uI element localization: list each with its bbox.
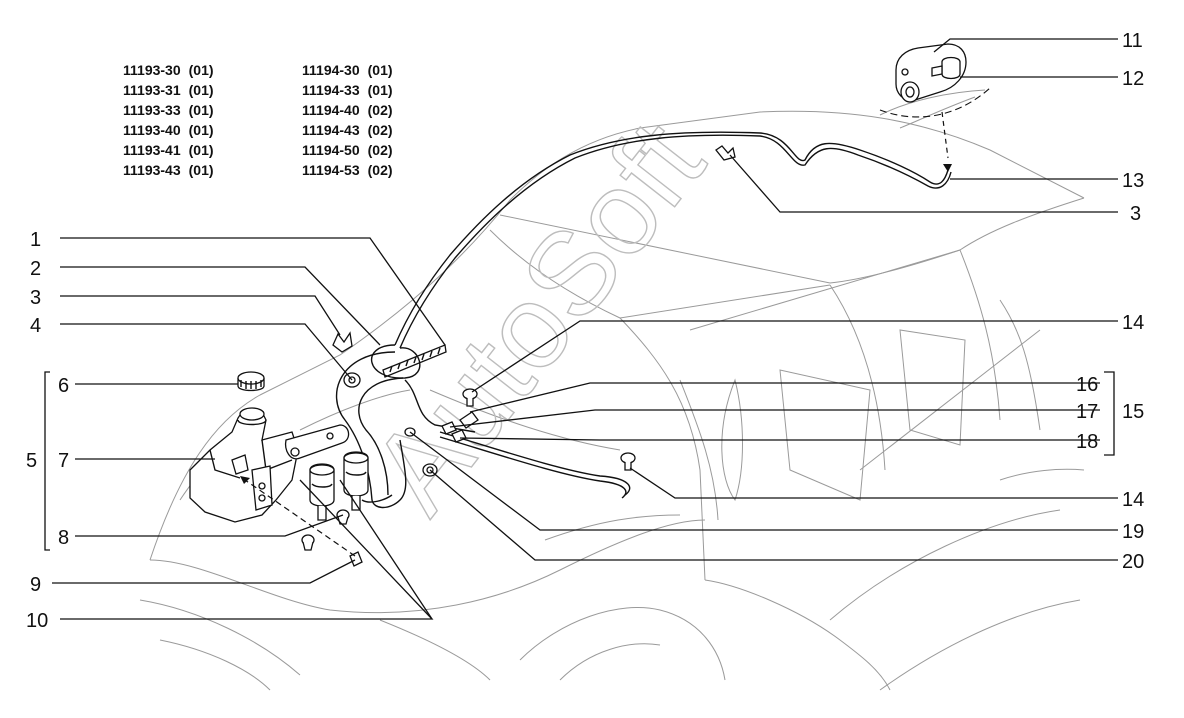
model-codes-left: 11193-30(01) 11193-31(01) 11193-33(01) 1… — [123, 60, 214, 180]
model-code-row: 11194-33(01) — [302, 82, 393, 98]
model-code-row: 11193-43(01) — [123, 162, 214, 178]
callout-18: 18 — [1076, 431, 1098, 453]
model-code-row: 11194-53(02) — [302, 162, 393, 178]
model-code-row: 11193-41(01) — [123, 142, 214, 158]
callout-6: 6 — [58, 375, 69, 397]
callout-8: 8 — [58, 527, 69, 549]
callout-16: 16 — [1076, 374, 1098, 396]
callout-7: 7 — [58, 450, 69, 472]
callout-15: 15 — [1122, 401, 1144, 423]
washer-nozzle-right — [620, 452, 636, 471]
assembly-arrow — [240, 476, 250, 484]
model-codes-right: 11194-30(01) 11194-33(01) 11194-40(02) 1… — [302, 60, 393, 180]
callout-12: 12 — [1122, 68, 1144, 90]
callout-5: 5 — [26, 450, 37, 472]
clip-part-3 — [332, 331, 353, 353]
callout-10: 10 — [26, 610, 48, 632]
model-code-row: 11194-40(02) — [302, 102, 393, 118]
leader-lines — [44, 38, 1118, 620]
callout-1: 1 — [30, 229, 41, 251]
callout-3-right: 3 — [1130, 203, 1141, 225]
callout-numbers: 1 2 3 4 6 5 7 8 9 10 11 12 13 3 14 16 17… — [26, 30, 1144, 632]
callout-14-lower: 14 — [1122, 489, 1144, 511]
hose-connector-part-17 — [441, 421, 457, 435]
callout-9: 9 — [30, 574, 41, 596]
rear-nozzle-jet — [931, 56, 961, 80]
washer-reservoir — [189, 407, 299, 523]
reservoir-bracket — [284, 424, 350, 460]
watermark: AutoSoft — [346, 98, 729, 536]
callout-13: 13 — [1122, 170, 1144, 192]
hose-loop — [335, 344, 631, 509]
callout-14-upper: 14 — [1122, 312, 1144, 334]
clip-part-3-roof — [715, 145, 736, 161]
callout-19: 19 — [1122, 521, 1144, 543]
model-code-row: 11193-40(01) — [123, 122, 214, 138]
model-code-row: 11193-31(01) — [123, 82, 214, 98]
model-code-row: 11194-50(02) — [302, 142, 393, 158]
callout-3: 3 — [30, 287, 41, 309]
model-code-row: 11194-43(02) — [302, 122, 393, 138]
callout-20: 20 — [1122, 551, 1144, 573]
washer-hose-roof — [394, 131, 952, 349]
assembly-dashed-line — [244, 479, 356, 557]
strainer-part-9 — [349, 551, 363, 567]
callout-4: 4 — [30, 315, 41, 337]
pump-outlet-hose — [361, 494, 393, 503]
callout-2: 2 — [30, 258, 41, 280]
rear-nozzle-assembly-line — [941, 111, 949, 159]
rear-nozzle-dashed-outline — [879, 87, 991, 118]
model-code-row: 11194-30(01) — [302, 62, 393, 78]
reservoir-cap — [237, 371, 265, 392]
washer-pump-left — [309, 463, 335, 521]
model-code-row: 11193-33(01) — [123, 102, 214, 118]
callout-17: 17 — [1076, 401, 1098, 423]
rear-nozzle-arrow — [943, 164, 952, 172]
car-body-outline — [139, 89, 1085, 691]
washer-nozzle-left — [462, 388, 478, 407]
model-code-row: 11193-30(01) — [123, 62, 214, 78]
callout-11: 11 — [1122, 30, 1143, 52]
pump-grommet-lower — [301, 534, 315, 551]
